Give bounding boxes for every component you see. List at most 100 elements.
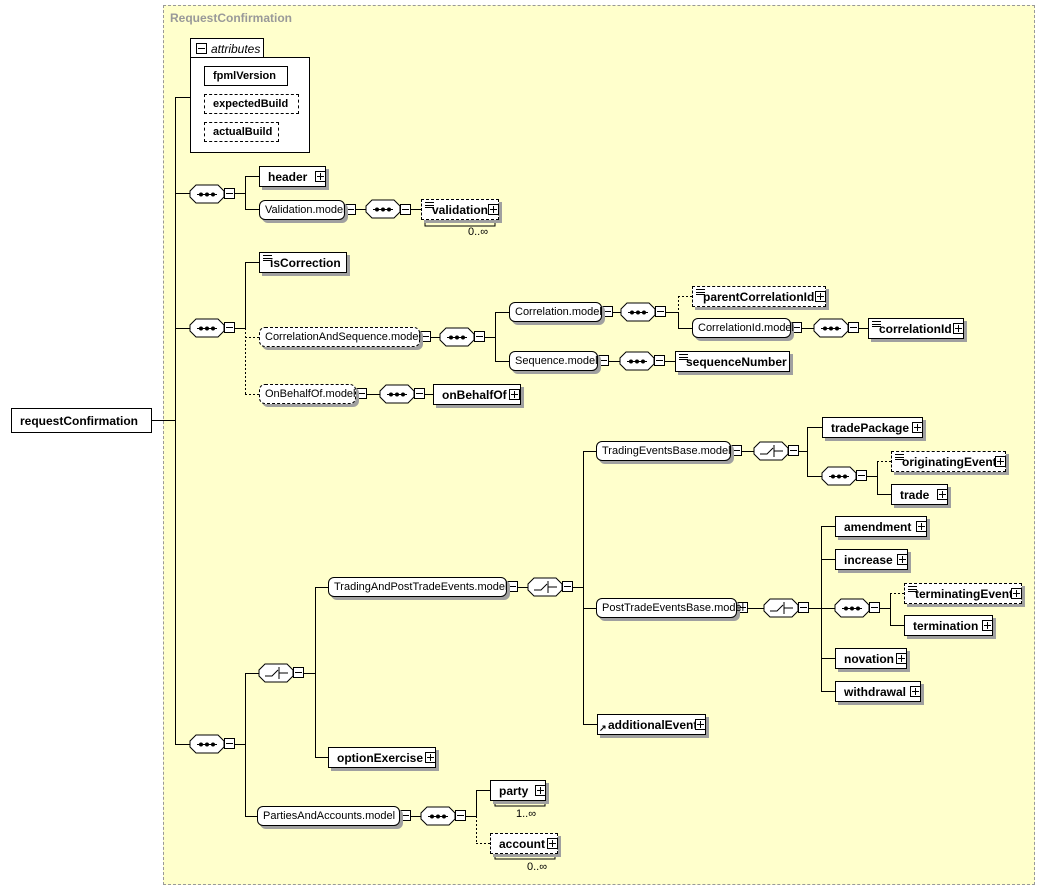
sequence-collapse-toggle[interactable] xyxy=(414,388,425,399)
documentation-icon xyxy=(696,289,705,297)
element-increase[interactable]: increase xyxy=(835,549,908,570)
group-sequence-model[interactable]: Sequence.model xyxy=(509,351,598,371)
sequence-collapse-toggle[interactable] xyxy=(869,602,880,613)
element-additionalevent[interactable]: ↗ additionalEvent xyxy=(597,714,706,735)
element-onbehalfof[interactable]: onBehalfOf xyxy=(433,384,521,405)
reference-arrow-icon: ↗ xyxy=(599,723,607,733)
expand-icon[interactable] xyxy=(897,554,908,565)
expand-icon[interactable] xyxy=(896,653,907,664)
documentation-icon xyxy=(908,586,917,594)
group-partiesandaccounts-model[interactable]: PartiesAndAccounts.model xyxy=(257,806,400,826)
sequence-collapse-toggle[interactable] xyxy=(856,470,867,481)
group-correlationid-model[interactable]: CorrelationId.model xyxy=(692,318,794,338)
group-tradingandposttradeevents-model[interactable]: TradingAndPostTradeEvents.model xyxy=(328,577,507,597)
attributes-tab: attributes xyxy=(190,38,264,58)
element-label: originatingEvent xyxy=(902,454,997,469)
group-collapse-toggle[interactable] xyxy=(507,581,518,592)
expand-icon[interactable] xyxy=(315,171,326,182)
group-posttradeeventsbase-model[interactable]: PostTradeEventsBase.model xyxy=(596,598,744,618)
expand-icon[interactable] xyxy=(912,422,923,433)
attribute-fpmlversion[interactable]: fpmlVersion xyxy=(204,66,288,86)
element-label: termination xyxy=(913,618,979,633)
expand-icon[interactable] xyxy=(488,204,499,215)
group-collapse-toggle[interactable] xyxy=(602,306,613,317)
element-tradepackage[interactable]: tradePackage xyxy=(822,417,923,438)
expand-icon[interactable] xyxy=(937,489,948,500)
documentation-icon xyxy=(872,321,881,329)
expand-icon[interactable] xyxy=(547,838,558,849)
element-termination[interactable]: termination xyxy=(904,615,993,636)
group-collapse-toggle[interactable] xyxy=(420,331,431,342)
element-party[interactable]: party xyxy=(490,780,546,801)
group-correlation-model[interactable]: Correlation.model xyxy=(509,302,602,322)
group-label: TradingAndPostTradeEvents.model xyxy=(334,580,508,593)
root-element-box[interactable]: requestConfirmation xyxy=(11,408,152,433)
sequence-collapse-toggle[interactable] xyxy=(400,204,411,215)
group-collapse-toggle[interactable] xyxy=(400,810,411,821)
element-parentcorrelationid[interactable]: parentCorrelationId xyxy=(692,286,826,307)
expand-icon[interactable] xyxy=(509,389,520,400)
element-originatingevent[interactable]: originatingEvent xyxy=(891,451,1006,472)
element-label: additionalEvent xyxy=(608,717,698,732)
sequence-collapse-toggle[interactable] xyxy=(655,306,666,317)
attribute-label: fpmlVersion xyxy=(213,69,276,82)
sequence-collapse-toggle[interactable] xyxy=(654,355,665,366)
attribute-label: actualBuild xyxy=(213,125,273,138)
expand-icon[interactable] xyxy=(910,686,921,697)
group-collapse-toggle[interactable] xyxy=(356,388,367,399)
element-novation[interactable]: novation xyxy=(835,648,907,669)
element-label: sequenceNumber xyxy=(686,354,787,369)
expand-icon[interactable] xyxy=(916,521,927,532)
choice-collapse-toggle[interactable] xyxy=(788,445,799,456)
element-label: account xyxy=(499,836,546,851)
documentation-icon xyxy=(679,354,688,362)
attribute-expectedbuild[interactable]: expectedBuild xyxy=(204,94,299,114)
attribute-actualbuild[interactable]: actualBuild xyxy=(204,122,279,142)
expand-icon[interactable] xyxy=(815,291,826,302)
element-header[interactable]: header xyxy=(259,166,326,187)
sequence-collapse-toggle[interactable] xyxy=(848,322,859,333)
element-iscorrection[interactable]: isCorrection xyxy=(259,252,347,273)
element-sequencenumber[interactable]: sequenceNumber xyxy=(675,351,790,372)
group-collapse-toggle[interactable] xyxy=(737,602,748,613)
attributes-collapse-toggle[interactable] xyxy=(196,43,207,54)
element-account[interactable]: account xyxy=(490,833,558,854)
element-trade[interactable]: trade xyxy=(891,484,948,505)
expand-icon[interactable] xyxy=(995,456,1006,467)
element-label: withdrawal xyxy=(844,684,907,699)
element-withdrawal[interactable]: withdrawal xyxy=(835,681,921,702)
group-collapse-toggle[interactable] xyxy=(598,355,609,366)
group-collapse-toggle[interactable] xyxy=(345,204,356,215)
sequence-collapse-toggle[interactable] xyxy=(455,810,466,821)
expand-icon[interactable] xyxy=(953,323,964,334)
group-collapse-toggle[interactable] xyxy=(731,445,742,456)
group-label: CorrelationAndSequence.model xyxy=(265,330,421,343)
group-tradingeventsbase-model[interactable]: TradingEventsBase.model xyxy=(596,441,731,461)
expand-icon[interactable] xyxy=(535,785,546,796)
group-onbehalfof-model[interactable]: OnBehalfOf.model xyxy=(259,384,356,404)
choice-collapse-toggle[interactable] xyxy=(798,602,809,613)
expand-icon[interactable] xyxy=(1011,588,1022,599)
sequence-collapse-toggle[interactable] xyxy=(474,331,485,342)
group-validation-model[interactable]: Validation.model xyxy=(259,200,346,220)
sequence-collapse-toggle[interactable] xyxy=(224,738,235,749)
sequence-collapse-toggle[interactable] xyxy=(224,188,235,199)
element-correlationid[interactable]: correlationId xyxy=(868,318,964,339)
group-label: Sequence.model xyxy=(515,354,598,367)
group-collapse-toggle[interactable] xyxy=(791,322,802,333)
element-validation[interactable]: validation xyxy=(421,199,499,220)
container-title: RequestConfirmation xyxy=(170,11,293,25)
expand-icon[interactable] xyxy=(425,752,436,763)
element-label: trade xyxy=(900,487,930,502)
expand-icon[interactable] xyxy=(982,620,993,631)
group-label: Validation.model xyxy=(265,203,346,216)
expand-icon[interactable] xyxy=(695,719,706,730)
element-terminatingevent[interactable]: terminatingEvent xyxy=(904,583,1022,604)
element-amendment[interactable]: amendment xyxy=(835,516,927,537)
choice-collapse-toggle[interactable] xyxy=(562,581,573,592)
sequence-collapse-toggle[interactable] xyxy=(224,322,235,333)
element-optionexercise[interactable]: optionExercise xyxy=(328,747,436,768)
group-correlationandsequence-model[interactable]: CorrelationAndSequence.model xyxy=(259,327,421,347)
choice-collapse-toggle[interactable] xyxy=(293,667,304,678)
